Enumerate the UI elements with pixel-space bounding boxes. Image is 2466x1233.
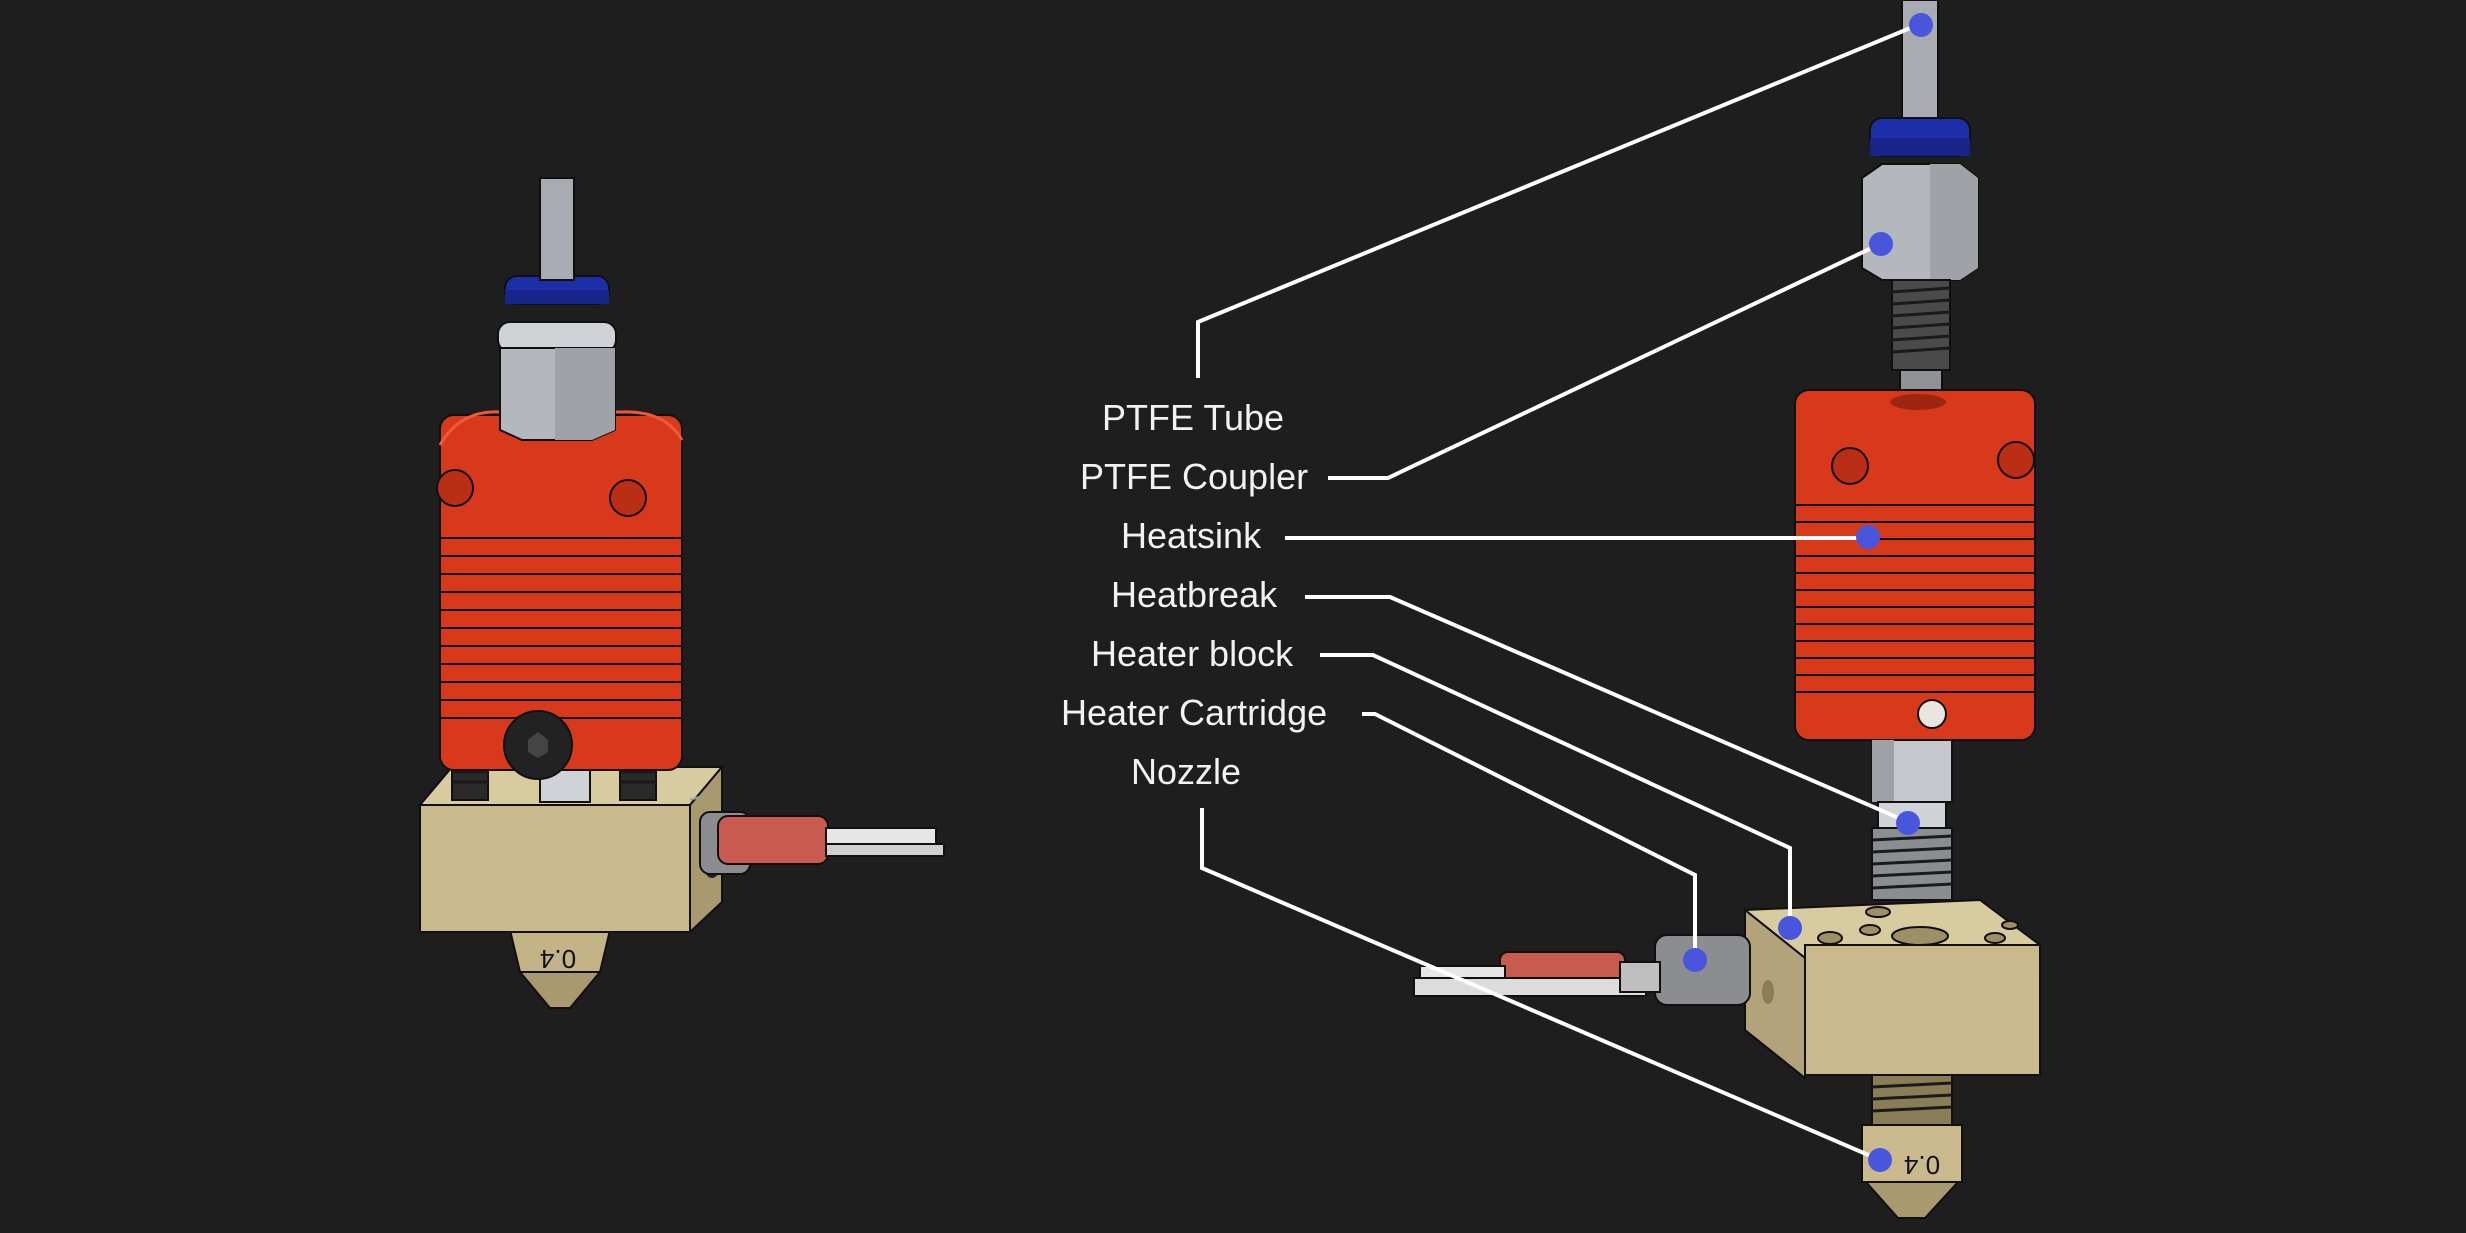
label-ptfe-tube: PTFE Tube <box>1102 397 1284 438</box>
leader-heater-block <box>1320 653 1792 928</box>
left-heater-cartridge <box>689 794 945 875</box>
right-heatsink <box>1794 389 2036 741</box>
callout-markers <box>1683 13 1933 1172</box>
marker-heatbreak <box>1896 811 1920 835</box>
marker-heater-block <box>1778 916 1802 940</box>
marker-ptfe-coupler <box>1869 232 1893 256</box>
right-heater-block <box>1742 898 2043 1081</box>
left-ptfe-tube <box>539 177 575 281</box>
marker-nozzle <box>1868 1148 1892 1172</box>
right-nozzle-marking: 0.4 <box>1904 1150 1940 1180</box>
leader-ptfe-coupler <box>1328 242 1881 480</box>
marker-heatsink <box>1856 525 1880 549</box>
left-nozzle: 0.4 <box>508 929 612 1009</box>
hotend-right-view: 0.4 <box>1413 0 2043 1219</box>
right-heater-cartridge <box>1413 934 1751 1006</box>
right-heatbreak <box>1871 739 1953 901</box>
left-heatsink <box>436 410 684 780</box>
callout-labels: PTFE Tube PTFE Coupler Heatsink Heatbrea… <box>1061 397 1327 792</box>
right-ptfe-coupler <box>1861 117 1979 399</box>
label-ptfe-coupler: PTFE Coupler <box>1080 456 1308 497</box>
label-heater-cartridge: Heater Cartridge <box>1061 692 1327 733</box>
left-nozzle-marking: 0.4 <box>540 944 576 974</box>
leader-nozzle <box>1200 808 1881 1162</box>
left-ptfe-coupler <box>497 275 617 441</box>
leader-ptfe-tube <box>1196 22 1921 378</box>
label-heatbreak: Heatbreak <box>1111 574 1278 615</box>
label-nozzle: Nozzle <box>1131 751 1241 792</box>
leader-lines <box>1196 22 1921 1162</box>
right-nozzle: 0.4 <box>1861 1074 1963 1219</box>
marker-heater-cartridge <box>1683 948 1707 972</box>
label-heater-block: Heater block <box>1091 633 1294 674</box>
leader-heatbreak <box>1305 595 1909 824</box>
label-heatsink: Heatsink <box>1121 515 1262 556</box>
marker-ptfe-tube <box>1909 13 1933 37</box>
leader-heater-cartridge <box>1362 712 1697 960</box>
hotend-left-view: 0.4 <box>417 177 945 1009</box>
